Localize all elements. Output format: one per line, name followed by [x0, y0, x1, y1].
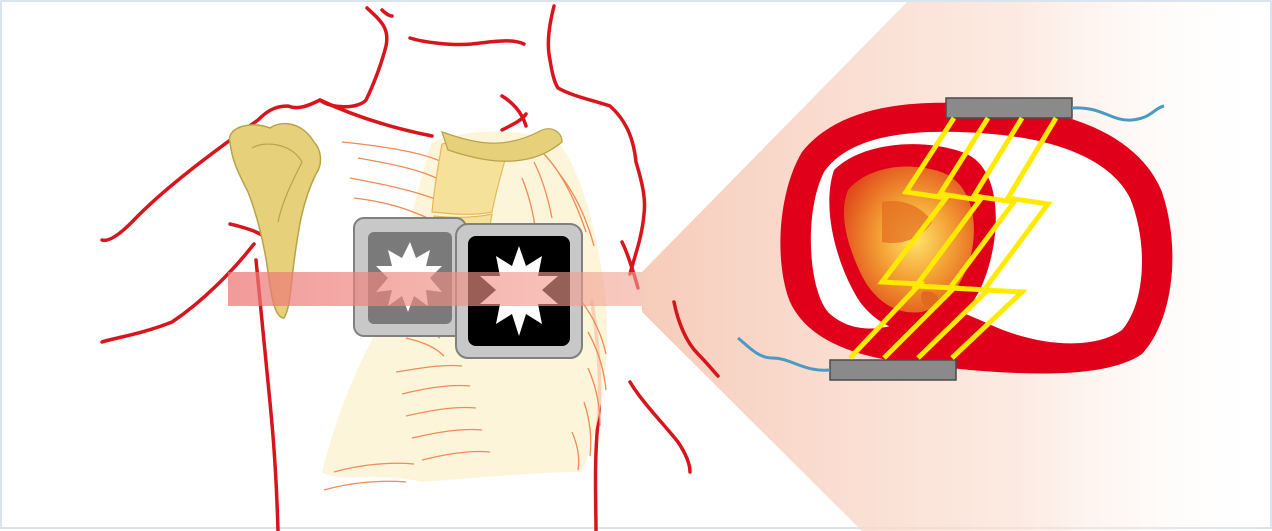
current-beam	[228, 272, 642, 306]
